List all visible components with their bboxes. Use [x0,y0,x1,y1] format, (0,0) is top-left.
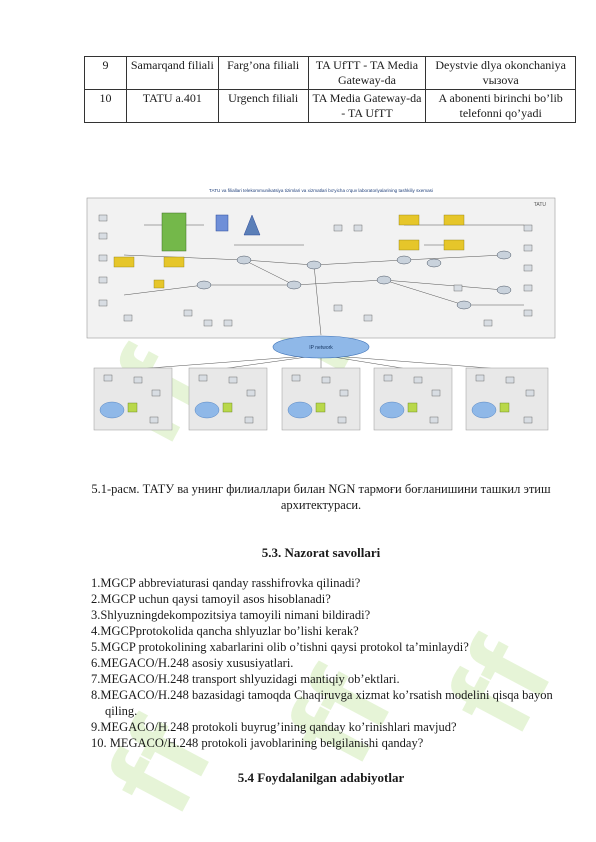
server-block [161,212,187,252]
questions-list: 1.MGCP abbreviaturasi qanday rasshifrovk… [91,575,561,751]
table-cell: Deystvie dlya okonchaniya vызova [425,56,576,90]
table-row: 10 TATU a.401 Urgench filiali TA Media G… [84,89,576,123]
branch-switches [127,402,510,413]
table-cell: TA UfTT - TA Media Gateway-da [307,56,427,90]
router-icons [196,250,512,310]
routing-table: 9 Samarqand filiali Farg’ona filiali TA … [84,56,576,123]
ip-network-cloud [272,335,370,359]
list-item: 10. MEGACO/H.248 protokoli javoblarining… [91,736,424,750]
figure-caption: 5.1-расм. ТАТУ ва унинг филиаллари билан… [91,482,551,512]
list-item: 1.MGCP abbreviaturasi qanday rasshifrovk… [91,576,361,590]
top-network-frame [86,197,556,339]
references-heading: 5.4 Foydalanilgan adabiyotlar [237,770,405,785]
switch-boxes [113,214,465,289]
network-architecture-figure: TATU va filiallari telekommunikatsiya ti… [86,188,556,431]
branch-devices [103,374,535,424]
list-item: 7.MEGACO/H.248 transport shlyuzidagi man… [91,672,400,686]
list-item: 6.MEGACO/H.248 asosiy xususiyatlari. [91,656,294,670]
list-item: 3.Shlyuzningdekompozitsiya tamoyili nima… [91,608,371,622]
list-item: 8.MEGACO/H.248 bazasidagi tamoqda Chaqir… [91,688,553,718]
branch-clouds [99,401,497,419]
table-cell: 9 [84,56,127,90]
table-cell: Urgench filiali [217,89,309,123]
table-cell: TATU a.401 [125,89,219,123]
table-cell: A abonenti birinchi bo’lib telefonni qo’… [425,89,576,123]
server-block [215,214,229,232]
table-cell: 10 [84,89,127,123]
list-item: 4.MGCPprotokolida qancha shlyuzlar bo’li… [91,624,359,638]
corner-label: TATU [534,202,547,208]
antenna-icon [243,214,261,236]
list-item: 9.MEGACO/H.248 protokoli buyrug’ining qa… [91,720,457,734]
table-row: 9 Samarqand filiali Farg’ona filiali TA … [84,56,576,90]
list-item: 2.MGCP uchun qaysi tamoyil asos hisoblan… [91,592,331,606]
pc-icons [98,214,533,327]
figure-title: TATU va filiallari telekommunikatsiya ti… [209,188,433,193]
table-cell: Farg’ona filiali [217,56,309,90]
cloud-label: IP network [309,345,333,351]
section-heading: 5.3. Nazorat savollari [261,545,381,560]
table-cell: Samarqand filiali [125,56,219,90]
table-cell: TA Media Gateway-da - TA UfTT [307,89,427,123]
list-item: 5.MGCP protokolining xabarlarini olib o’… [91,640,469,654]
